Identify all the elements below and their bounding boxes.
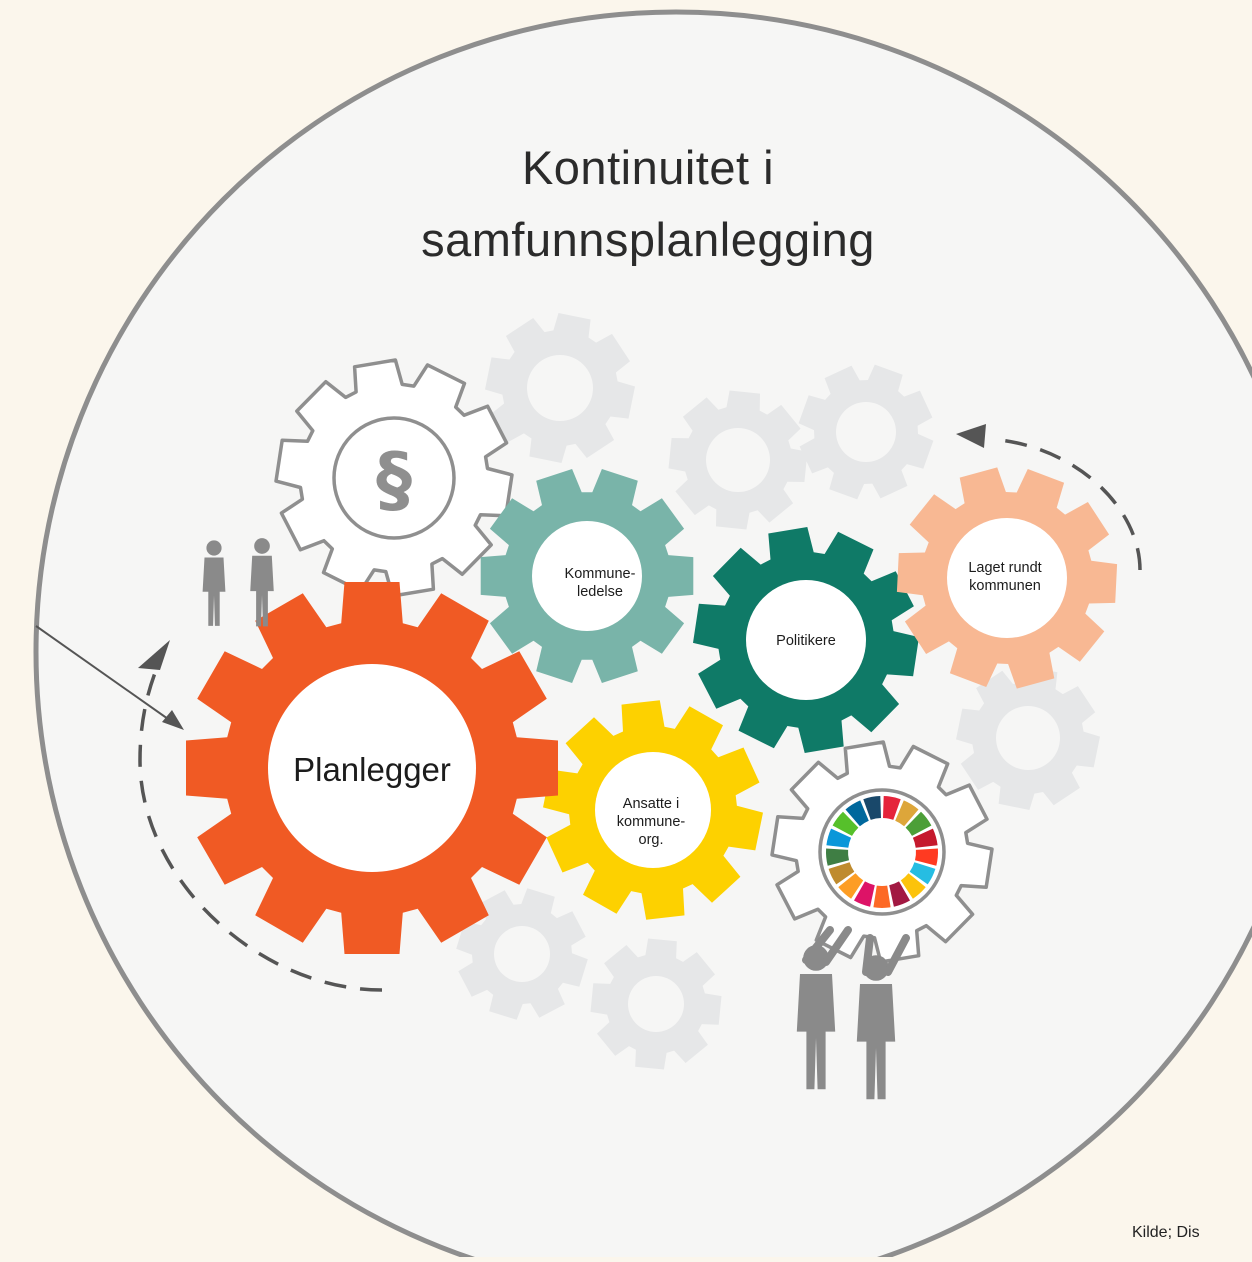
sdg-segment (826, 828, 852, 848)
dashed-cycle-arrow-left (138, 664, 383, 992)
sdg-segment (838, 873, 864, 899)
source-caption: Kilde; Dis (1132, 1224, 1200, 1241)
ghost-gear-top-hub (527, 355, 593, 421)
gear-ansatte-hub (595, 752, 711, 868)
pointer-arrowhead (162, 710, 184, 730)
person-standing-1-body (202, 557, 226, 626)
gear-label-planlegger: Planlegger (293, 751, 451, 789)
sdg-segment (873, 885, 891, 908)
sdg-segment (863, 796, 881, 820)
person-lifting-1-body (796, 974, 836, 1090)
ghost-gear-top (485, 313, 635, 463)
ghost-gear-lower-right-hub (996, 706, 1060, 770)
gear-label-politikere: Politikere (776, 632, 836, 649)
gear-label-kommuneledelse: Kommune- ledelse (564, 565, 636, 600)
sdg-segment (828, 862, 855, 885)
gear-planlegger-hub (268, 664, 476, 872)
sdg-segment (909, 862, 936, 885)
ghost-gear-bottom-left (456, 888, 588, 1020)
sdg-segment (854, 881, 875, 907)
person-standing-1-head (206, 540, 222, 556)
law-gear (274, 358, 514, 598)
sdg-segment (889, 881, 910, 907)
pointer-line (35, 625, 179, 727)
sdg-wheel-icon (825, 796, 939, 908)
ghost-gear-middle-hub (706, 428, 770, 492)
gear-politikere-hub (746, 580, 866, 700)
gear-planlegger (186, 582, 558, 954)
ghost-gear-right (798, 364, 934, 500)
gear-laget-rundt-kommunen (896, 467, 1118, 689)
sdg-segment (832, 811, 859, 836)
sdg-segment (895, 800, 919, 827)
paragraph-icon: § (376, 437, 412, 521)
lifting-arms (802, 926, 910, 976)
sdg-segment (915, 848, 939, 866)
person-standing-1 (202, 540, 226, 626)
sdg-segment (900, 873, 926, 899)
sdg-segment (905, 811, 932, 836)
ghost-gear-bottom-left-hub (494, 926, 550, 982)
sdg-segment (912, 828, 938, 848)
law-gear-hub (332, 416, 456, 540)
arrowhead-left (138, 640, 170, 670)
diagram-title-line-1: Kontinuitet i (521, 141, 775, 194)
arrowhead-right (956, 424, 986, 448)
gear-label-ansatte: Ansatte i kommune- org. (616, 795, 686, 849)
diagram-title-line-2: samfunnsplanlegging (421, 213, 875, 266)
person-standing-2-head (254, 538, 270, 554)
ghost-gear-right-hub (836, 402, 896, 462)
ghost-gear-middle (668, 390, 808, 530)
sdg-segment (883, 796, 901, 820)
gear-ansatte (543, 700, 763, 920)
sdg-segment (825, 848, 849, 866)
gear-kommuneledelse-hub (532, 521, 642, 631)
gear-politikere (693, 527, 919, 753)
ghost-gear-lower-right (956, 666, 1100, 810)
gear-laget-rundt-kommunen-hub (947, 518, 1067, 638)
sdg-segment (845, 800, 869, 827)
person-lifting-2-body (856, 984, 896, 1100)
gear-label-laget-rundt-kommunen: Laget rundt kommunen (968, 559, 1042, 594)
gear-kommuneledelse (480, 469, 694, 683)
ghost-gear-bottom-hub (628, 976, 684, 1032)
ghost-gear-bottom (590, 938, 722, 1070)
